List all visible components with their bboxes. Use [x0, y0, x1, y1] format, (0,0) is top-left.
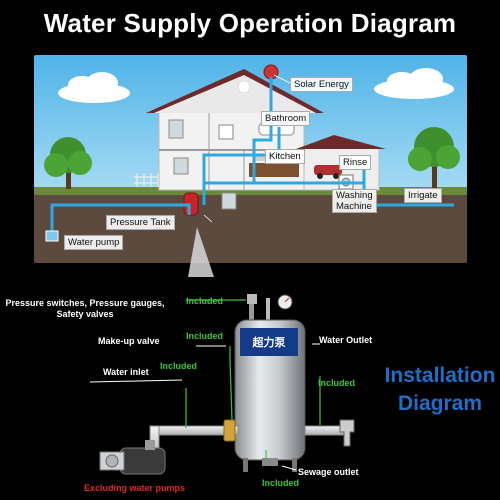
zoom-wedge	[188, 227, 214, 277]
label-rinse: Rinse	[339, 155, 372, 170]
included-inlet: Included	[160, 361, 198, 371]
faucet-icon	[339, 419, 355, 447]
label-irrigate: Irrigate	[404, 188, 442, 203]
included-makeup: Included	[186, 331, 224, 341]
label-excluding-pumps: Excluding water pumps	[84, 483, 186, 493]
label-solar-energy: Solar Energy	[290, 77, 353, 92]
installation-diagram-heading: Installation Diagram	[378, 362, 500, 418]
included-sewage: Included	[262, 478, 300, 488]
label-water-outlet: Water Outlet	[319, 335, 373, 345]
label-makeup-valve: Make-up valve	[98, 336, 160, 346]
tank-illustration: 超力泵	[89, 294, 355, 475]
label-sewage-outlet: Sewage outlet	[298, 467, 359, 477]
label-kitchen: Kitchen	[265, 149, 305, 164]
tree-icon	[408, 127, 460, 190]
label-washing-machine: Washing Machine	[332, 189, 377, 213]
page-title: Water Supply Operation Diagram	[43, 8, 457, 38]
label-bathroom: Bathroom	[261, 111, 311, 126]
label-water-pump: Water pump	[64, 235, 124, 250]
included-outlet: Included	[318, 378, 356, 388]
installation-line-1: Installation	[384, 364, 496, 387]
cloud-icon	[58, 72, 130, 103]
house-illustration	[34, 55, 467, 263]
water-pump-icon	[99, 440, 166, 475]
label-pressure-switches: Pressure switches, Pressure gauges, Safe…	[5, 298, 165, 319]
house-scene: Solar Energy Bathroom Kitchen Rinse Wash…	[34, 55, 467, 263]
tree-icon	[44, 137, 92, 189]
cloud-icon	[374, 68, 454, 99]
label-water-inlet: Water inlet	[103, 367, 149, 377]
label-pressure-tank: Pressure Tank	[106, 215, 175, 230]
included-switches: Included	[186, 296, 224, 306]
tank-brand-text: 超力泵	[252, 335, 286, 349]
installation-line-2: Diagram	[397, 392, 483, 415]
